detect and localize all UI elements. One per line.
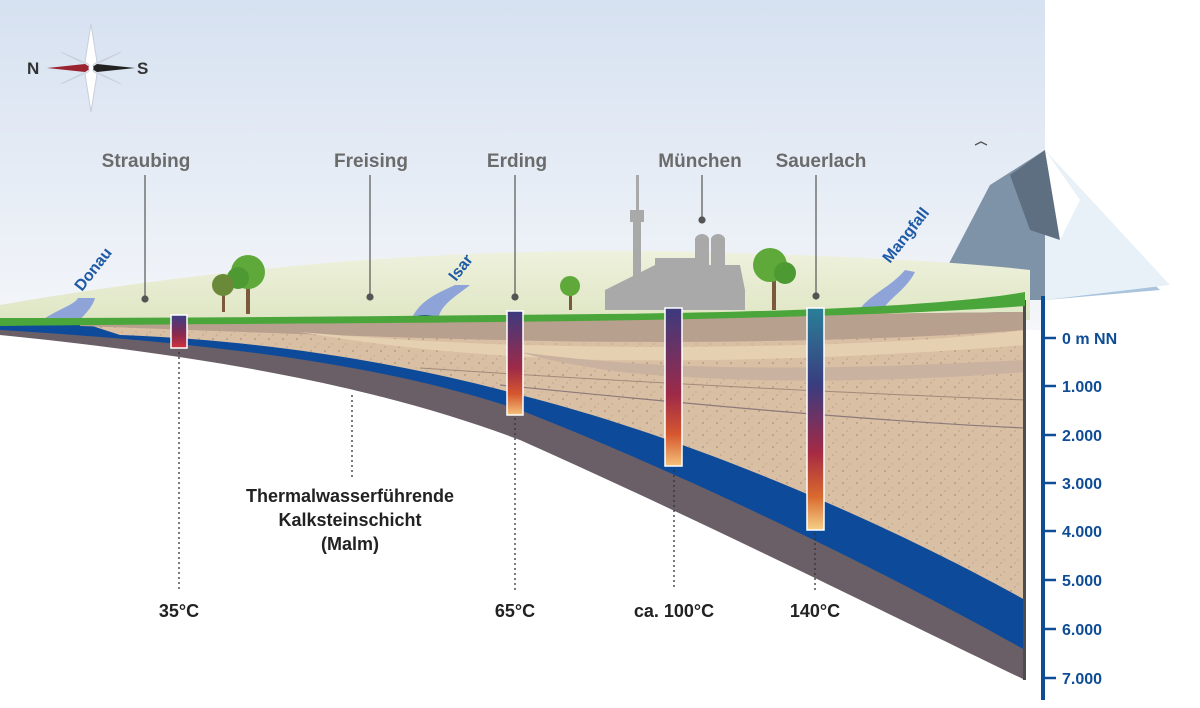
- city-label-freising: Freising: [334, 151, 408, 172]
- underground-layers: [0, 300, 1026, 680]
- city-label-sauerlach: Sauerlach: [776, 151, 867, 172]
- temperature-label-sauerlach: 140°C: [790, 601, 840, 621]
- depth-tick-2000: 2.000: [1062, 428, 1102, 445]
- depth-tick-5000: 5.000: [1062, 573, 1102, 590]
- aquifer-label-line-2: Kalksteinschicht: [278, 510, 421, 530]
- depth-tick-3000: 3.000: [1062, 476, 1102, 493]
- depth-axis: 0 m NN 1.000 2.000 3.000 4.000 5.000 6.0…: [1041, 296, 1117, 700]
- aquifer-label-line-1: Thermalwasserführende: [246, 486, 454, 506]
- well-muenchen: [664, 307, 683, 467]
- trees: [212, 248, 796, 314]
- compass-rose-icon: [47, 23, 135, 113]
- munich-skyline: [605, 175, 745, 310]
- temperature-leaders: [178, 352, 816, 590]
- compass-north-label: N: [27, 59, 39, 78]
- temperature-label-erding: 65°C: [495, 601, 535, 621]
- depth-tick-4000: 4.000: [1062, 524, 1102, 541]
- temperature-label-muenchen: ca. 100°C: [634, 601, 714, 621]
- grass-surface: [0, 292, 1025, 326]
- city-label-erding: Erding: [487, 151, 547, 172]
- temperature-label-straubing: 35°C: [159, 601, 199, 621]
- well-straubing: [170, 314, 188, 349]
- bird-icon: [974, 141, 988, 146]
- depth-tick-1000: 1.000: [1062, 379, 1102, 396]
- depth-tick-6000: 6.000: [1062, 622, 1102, 639]
- wells: [170, 307, 825, 531]
- depth-tick-7000: 7.000: [1062, 671, 1102, 688]
- depth-tick-0: 0 m NN: [1062, 331, 1117, 348]
- city-leaders: [141, 175, 820, 303]
- compass-south-label: S: [137, 59, 148, 78]
- well-sauerlach: [806, 307, 825, 531]
- aquifer-label-line-3: (Malm): [321, 534, 379, 554]
- well-erding: [506, 310, 524, 416]
- city-label-straubing: Straubing: [102, 151, 191, 172]
- city-label-muenchen: München: [658, 151, 741, 172]
